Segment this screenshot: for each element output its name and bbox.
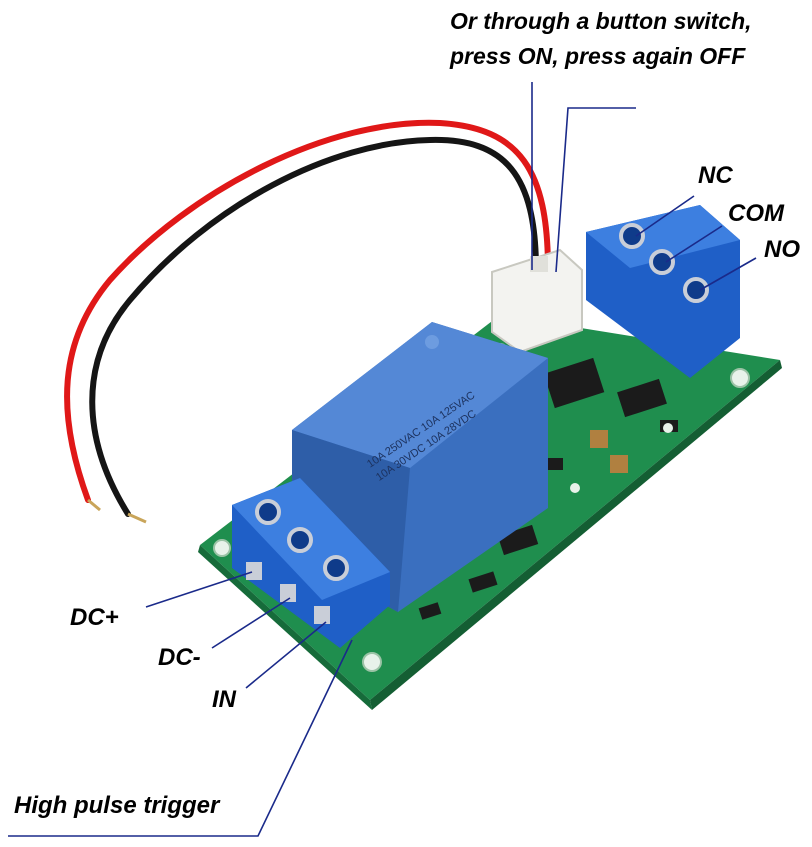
- input-terminal-block: [232, 478, 390, 648]
- led: [418, 602, 442, 620]
- button-switch-note: Or through a button switch, press ON, pr…: [450, 4, 752, 74]
- callout-nc: [635, 195, 695, 237]
- callout-lines: [8, 82, 757, 837]
- callout-no: [699, 257, 757, 291]
- callout-com: [665, 225, 723, 263]
- wire-pair: [64, 119, 551, 524]
- screw-dc-plus: [255, 499, 281, 525]
- label-dc-plus: DC+: [70, 604, 119, 631]
- capacitor: [610, 455, 628, 473]
- callout-in: [245, 621, 327, 689]
- label-high-pulse-trigger: High pulse trigger: [14, 792, 220, 819]
- screw-nc: [619, 223, 645, 249]
- transistor: [617, 378, 667, 418]
- button-switch-note-line2: press ON, press again OFF: [450, 43, 746, 69]
- ic-chip: [543, 357, 605, 409]
- via: [663, 423, 673, 433]
- label-nc: NC: [698, 162, 733, 189]
- mount-hole: [362, 652, 382, 672]
- label-com: COM: [728, 200, 784, 227]
- button-connector: [491, 248, 583, 354]
- callout-dc-plus: [145, 571, 253, 608]
- label-dc-minus: DC-: [158, 644, 201, 671]
- diode: [497, 524, 539, 556]
- screw-com: [649, 249, 675, 275]
- button-switch-note-line1: Or through a button switch,: [450, 8, 752, 34]
- callout-trigger: [8, 639, 353, 837]
- mount-hole: [730, 368, 750, 388]
- screw-no: [683, 277, 709, 303]
- screw-dc-minus: [287, 527, 313, 553]
- output-terminal-block: [586, 205, 740, 378]
- label-no: NO: [764, 236, 800, 263]
- via: [570, 483, 580, 493]
- screw-in: [323, 555, 349, 581]
- mount-hole: [213, 539, 231, 557]
- callout-button-red: [555, 107, 636, 273]
- capacitor: [590, 430, 608, 448]
- callout-dc-minus: [211, 597, 291, 649]
- resistor: [545, 458, 563, 470]
- label-in: IN: [212, 686, 236, 713]
- resistor: [468, 571, 498, 593]
